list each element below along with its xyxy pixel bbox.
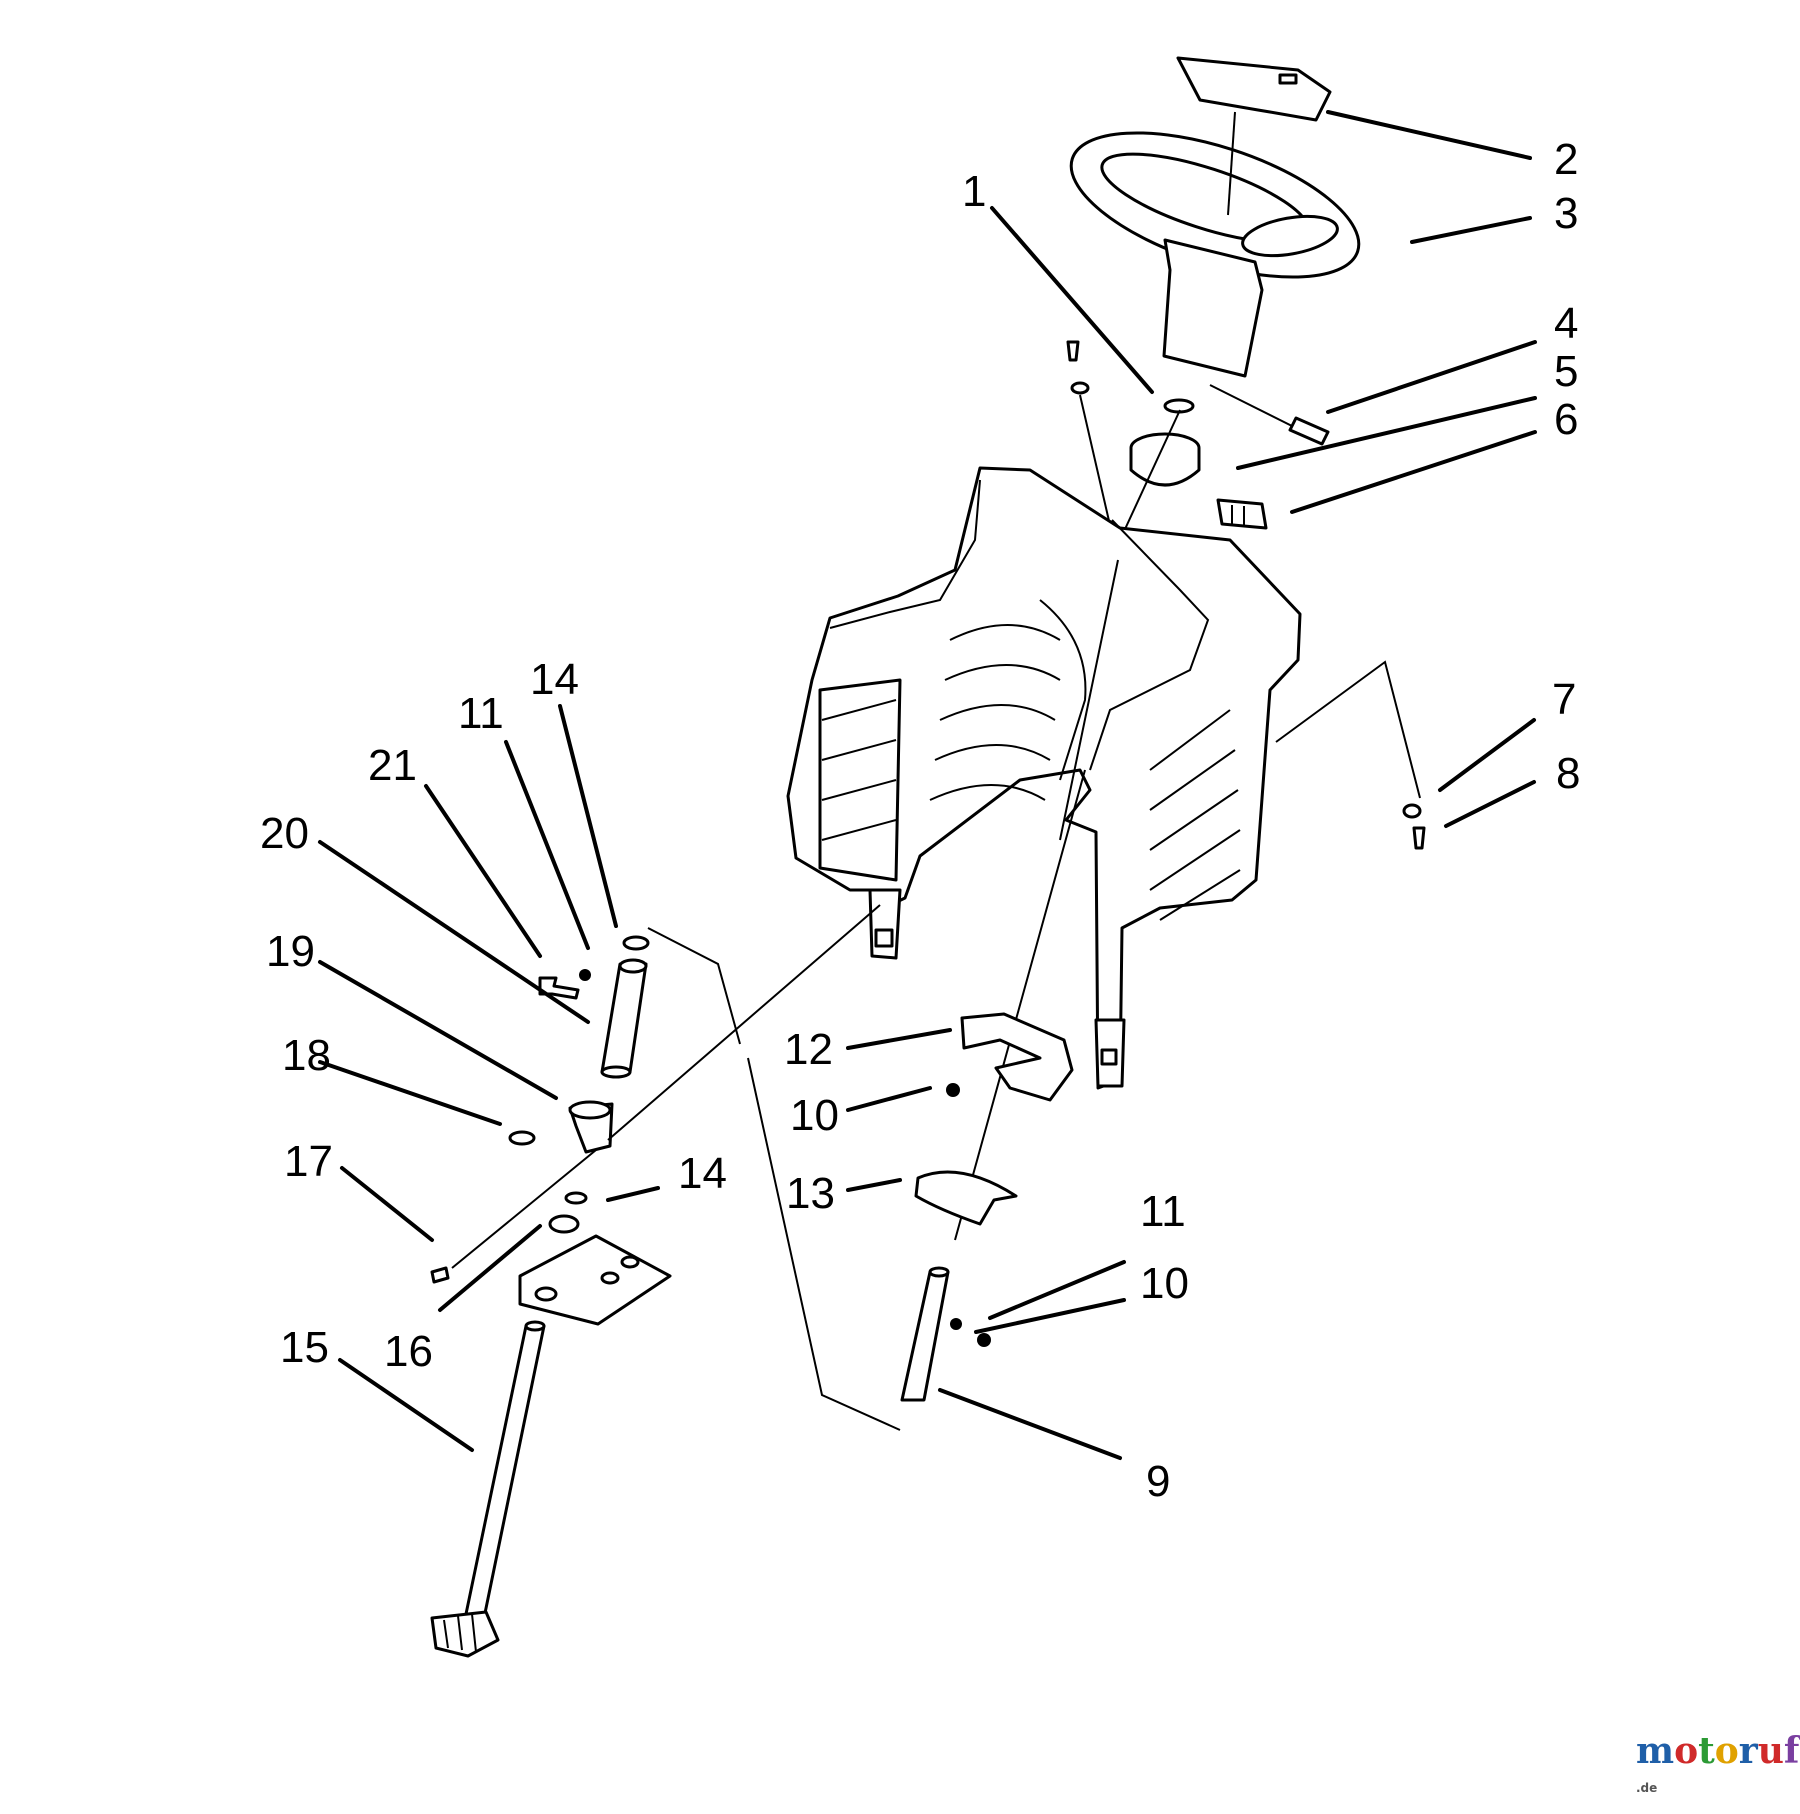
watermark-letter: o: [1714, 1730, 1739, 1772]
part-2-wheel-cap: [1176, 56, 1332, 122]
callout-9: 9: [1146, 1457, 1170, 1506]
callout-11-right: 11: [1140, 1187, 1186, 1236]
callout-labels: 1 2 3 4 5 6 7 8 9 10 10 11 11 12 13 14 1…: [260, 135, 1580, 1506]
callout-7: 7: [1552, 675, 1576, 724]
bracket-lines-left: [647, 927, 901, 1431]
part-3-steering-wheel: [1069, 111, 1361, 378]
dash-housing: [786, 466, 1302, 1090]
callout-5: 5: [1554, 347, 1578, 396]
callout-19: 19: [266, 927, 315, 976]
part-6-clip: [1216, 498, 1268, 530]
left-steering-assembly: [430, 904, 881, 1658]
callout-3: 3: [1554, 189, 1578, 238]
callout-13: 13: [786, 1169, 835, 1218]
watermark-letter: m: [1636, 1730, 1675, 1772]
callout-21: 21: [368, 741, 417, 790]
watermark-letter: r: [1738, 1730, 1758, 1772]
callout-11-left: 11: [458, 689, 504, 738]
callout-6: 6: [1554, 395, 1578, 444]
callout-2: 2: [1554, 135, 1578, 184]
callout-16: 16: [384, 1327, 433, 1376]
callout-14-lower: 14: [678, 1149, 727, 1198]
watermark-letter: f: [1783, 1730, 1800, 1772]
callout-10-upper: 10: [790, 1091, 839, 1140]
callout-1: 1: [962, 167, 986, 216]
callout-15: 15: [280, 1323, 329, 1372]
part-4-pin: [1209, 384, 1330, 446]
callout-4: 4: [1554, 299, 1578, 348]
callout-8: 8: [1556, 749, 1580, 798]
callout-10-lower: 10: [1140, 1259, 1189, 1308]
fastener-bracket-7-8: [1275, 660, 1426, 850]
callout-17: 17: [284, 1137, 333, 1186]
callout-14-upper: 14: [530, 655, 579, 704]
leader-lines: [318, 110, 1537, 1460]
steering-parts-diagram: 1 2 3 4 5 6 7 8 9 10 10 11 11 12 13 14 1…: [260, 56, 1580, 1658]
watermark-suffix: .de: [1636, 1781, 1658, 1795]
watermark-letter: t: [1698, 1730, 1715, 1772]
callout-18: 18: [282, 1031, 331, 1080]
callout-20: 20: [260, 809, 309, 858]
part-5-hub: [1119, 409, 1201, 541]
center-shaft-assembly: [900, 769, 1086, 1402]
callout-12: 12: [784, 1025, 833, 1074]
motoruf-watermark-logo: motoruf .de: [1636, 1730, 1800, 1814]
watermark-letter: u: [1757, 1730, 1784, 1772]
watermark-letter: o: [1674, 1730, 1699, 1772]
